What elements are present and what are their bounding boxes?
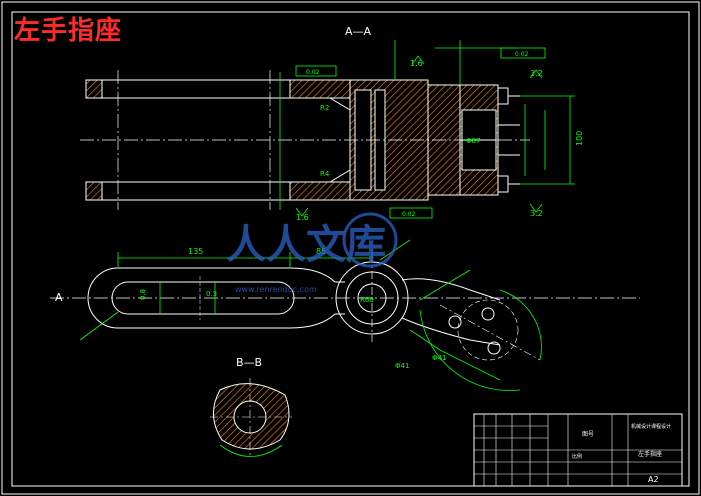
dim-tol-box-3: 0.02 xyxy=(402,211,416,218)
dim-tol-box-2: 0.02 xyxy=(515,51,529,58)
dim-phi41: Φ41 xyxy=(432,354,446,362)
dim-135: 135 xyxy=(188,247,203,256)
section-aa-view: A—A xyxy=(80,25,584,222)
section-bb-label: B—B xyxy=(236,356,262,369)
section-aa-label: A—A xyxy=(345,25,372,38)
front-view: A xyxy=(50,239,640,391)
dim-1-6-bottom: 1.6 xyxy=(296,213,309,222)
section-bb-view: B—B xyxy=(210,356,292,457)
title-block-sheet-size: A2 xyxy=(648,475,659,484)
dim-phi87: Φ87 xyxy=(466,137,480,145)
dim-r2: R2 xyxy=(320,104,329,112)
dim-0-8: 0.8 xyxy=(139,289,147,300)
dim-phi41-b: Φ41 xyxy=(395,362,409,370)
dim-tol-box-1: 0.02 xyxy=(306,69,320,76)
title-block-school: 机械设计课程设计 xyxy=(631,423,671,430)
title-block: 图号 机械设计课程设计 左手指座 比例 A2 xyxy=(473,413,683,487)
title-block-drawing-no: 图号 xyxy=(582,431,594,438)
watermark: 人人文库 www.renrendoc.com xyxy=(226,212,398,294)
dim-1-6-top: 1.6 xyxy=(410,59,423,68)
dim-3-2-top: 3.2 xyxy=(530,69,543,78)
title-block-part-name: 左手指座 xyxy=(638,450,662,458)
watermark-text: 人人文库 xyxy=(226,222,386,268)
inner-frame xyxy=(11,11,690,487)
dim-3-2-bottom: 3.2 xyxy=(530,209,543,218)
dim-0-3: 0.3 xyxy=(206,290,217,298)
title-block-ratio: 比例 xyxy=(572,453,582,460)
dim-100: 100 xyxy=(575,131,584,146)
dim-r60: R60 xyxy=(360,296,374,304)
drawing-title: 左手指座 xyxy=(14,16,123,46)
dim-85: 85 xyxy=(316,247,326,256)
watermark-url: www.renrendoc.com xyxy=(235,285,317,294)
dim-r4: R4 xyxy=(320,170,330,178)
section-a-marker: A xyxy=(55,291,63,304)
